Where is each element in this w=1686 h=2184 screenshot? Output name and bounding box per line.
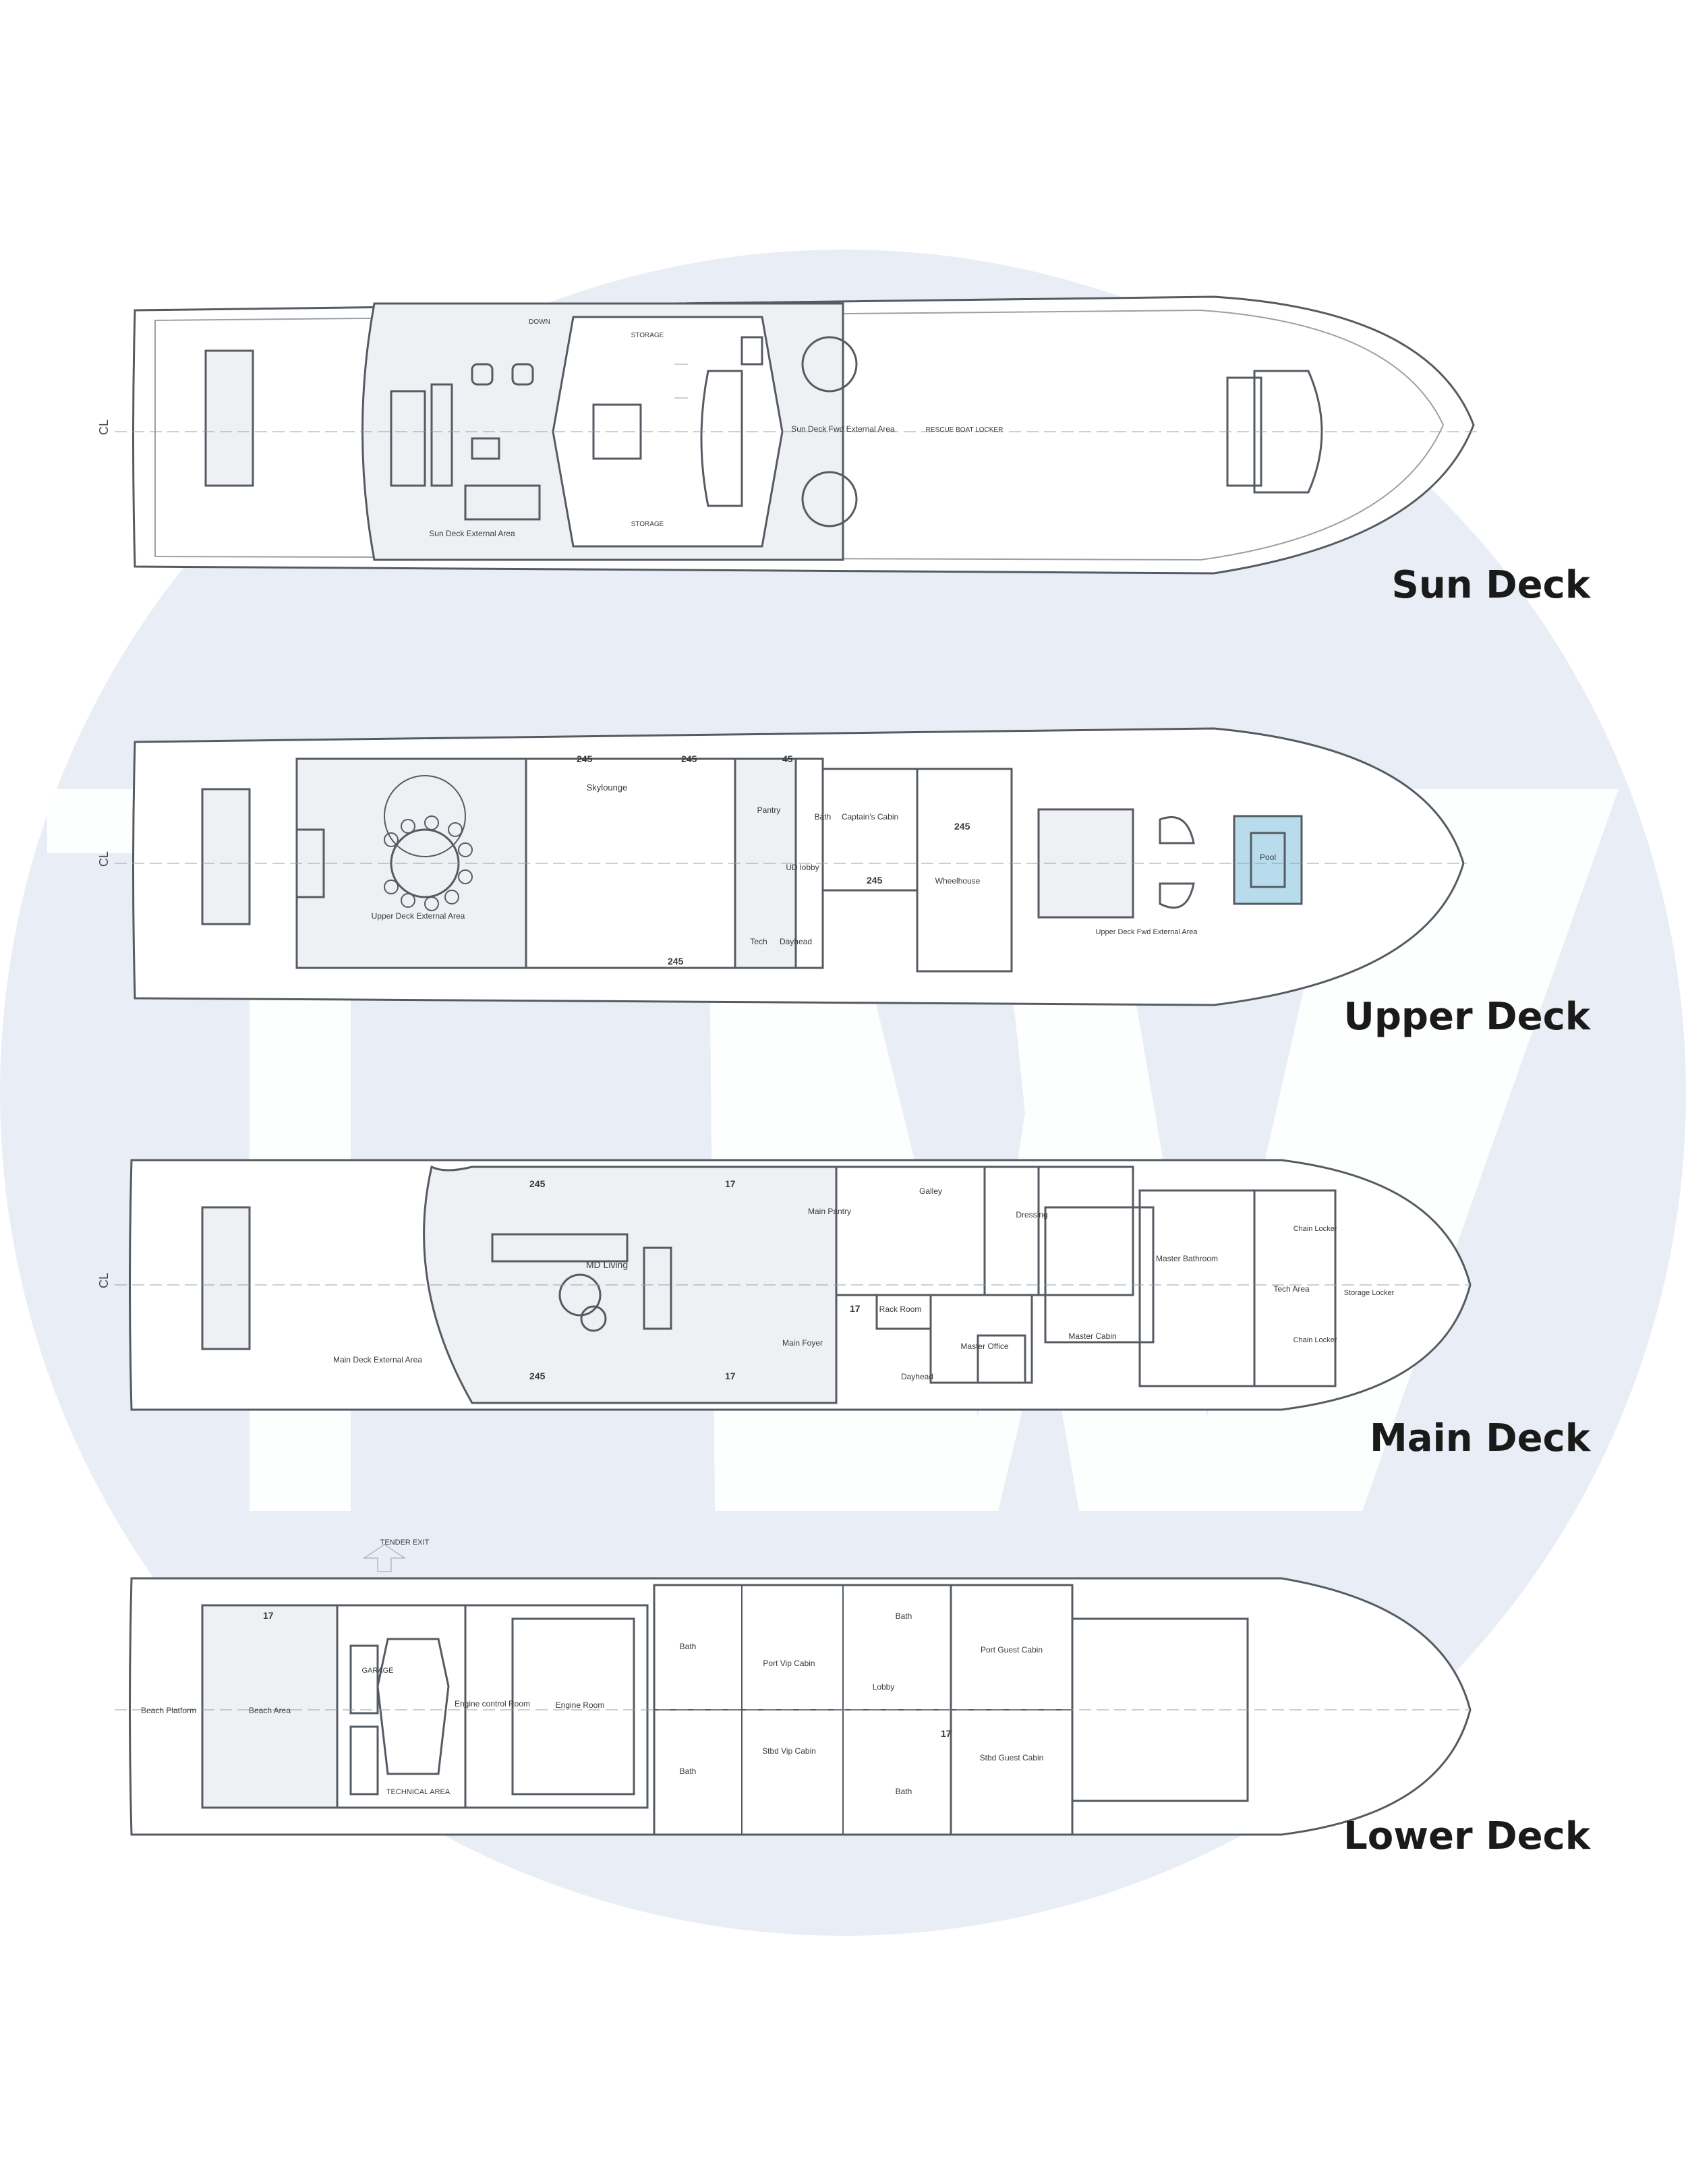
svg-text:Sun Deck Fwd External Area: Sun Deck Fwd External Area <box>791 424 895 434</box>
svg-text:Dayhead: Dayhead <box>901 1372 933 1381</box>
svg-text:Chain Locker: Chain Locker <box>1293 1225 1337 1233</box>
svg-text:245: 245 <box>529 1178 546 1189</box>
svg-text:Bath: Bath <box>896 1787 912 1796</box>
svg-text:Upper Deck External Area: Upper Deck External Area <box>372 911 465 921</box>
svg-text:17: 17 <box>263 1610 274 1621</box>
svg-text:245: 245 <box>668 956 684 967</box>
upper-centerline-label: CL <box>97 851 111 867</box>
upper-deck-title: Upper Deck <box>1343 995 1590 1039</box>
svg-text:UD lobby: UD lobby <box>786 863 819 872</box>
svg-text:Wheelhouse: Wheelhouse <box>935 876 981 886</box>
main-centerline-label: CL <box>97 1273 111 1288</box>
svg-text:245: 245 <box>577 753 593 764</box>
svg-text:Master Bathroom: Master Bathroom <box>1156 1254 1218 1263</box>
svg-text:Engine control Room: Engine control Room <box>455 1699 530 1708</box>
svg-text:Bath: Bath <box>896 1611 912 1621</box>
svg-text:Main Deck External Area: Main Deck External Area <box>333 1355 422 1364</box>
svg-text:Pantry: Pantry <box>757 805 781 815</box>
svg-text:Bath: Bath <box>815 812 832 822</box>
svg-text:DOWN: DOWN <box>529 318 550 326</box>
svg-text:Storage Locker: Storage Locker <box>1344 1289 1395 1297</box>
svg-text:45: 45 <box>782 753 793 764</box>
svg-text:Galley: Galley <box>919 1186 942 1196</box>
svg-text:Port Guest Cabin: Port Guest Cabin <box>981 1645 1043 1655</box>
main-deck-section: CL MD Living Main Pantry Galley Dressing… <box>0 1140 1686 1491</box>
svg-text:17: 17 <box>941 1728 952 1739</box>
main-deck-plan: CL MD Living Main Pantry Galley Dressing… <box>97 1159 1472 1411</box>
svg-text:17: 17 <box>725 1178 736 1189</box>
svg-text:Dayhead: Dayhead <box>780 937 812 946</box>
svg-text:Bath: Bath <box>680 1766 697 1776</box>
svg-text:17: 17 <box>850 1303 861 1314</box>
centerline-label: CL <box>97 420 111 435</box>
svg-text:RESCUE BOAT LOCKER: RESCUE BOAT LOCKER <box>926 426 1004 434</box>
svg-text:Tech: Tech <box>750 937 767 946</box>
svg-text:Beach Area: Beach Area <box>249 1706 291 1715</box>
svg-text:Main Pantry: Main Pantry <box>808 1207 851 1216</box>
svg-text:Beach Platform: Beach Platform <box>141 1706 196 1715</box>
upper-deck-section: CL Skylounge Upper Deck External Area Pa… <box>0 708 1686 1059</box>
svg-text:Rack Room: Rack Room <box>879 1304 922 1314</box>
main-deck-title: Main Deck <box>1370 1416 1590 1460</box>
svg-text:245: 245 <box>954 821 970 832</box>
svg-text:Chain Locker: Chain Locker <box>1293 1336 1337 1344</box>
svg-text:Master Cabin: Master Cabin <box>1068 1331 1116 1341</box>
lower-deck-plan: TENDER EXIT Beach Platform Beach Area GA… <box>115 1539 1472 1836</box>
svg-text:Pool: Pool <box>1260 853 1276 862</box>
svg-text:MD Living: MD Living <box>586 1259 628 1270</box>
svg-text:GARAGE: GARAGE <box>361 1667 393 1675</box>
lower-deck-section: TENDER EXIT Beach Platform Beach Area GA… <box>0 1531 1686 1909</box>
sun-deck-section: CL Sun Deck External Area Sun Deck Fwd E… <box>0 270 1686 621</box>
svg-text:245: 245 <box>529 1371 546 1381</box>
svg-text:245: 245 <box>681 753 697 764</box>
svg-text:Lobby: Lobby <box>873 1682 895 1692</box>
svg-text:Stbd Guest Cabin: Stbd Guest Cabin <box>980 1753 1044 1762</box>
svg-text:Main Foyer: Main Foyer <box>782 1338 823 1348</box>
svg-text:Captain's Cabin: Captain's Cabin <box>842 812 898 822</box>
svg-text:Dressing: Dressing <box>1016 1210 1047 1219</box>
svg-text:Tech Area: Tech Area <box>1273 1284 1310 1294</box>
lower-deck-title: Lower Deck <box>1343 1814 1590 1858</box>
sun-deck-title: Sun Deck <box>1391 563 1590 607</box>
svg-text:Upper Deck Fwd External Area: Upper Deck Fwd External Area <box>1095 928 1198 936</box>
svg-text:Engine Room: Engine Room <box>556 1700 605 1710</box>
upper-deck-plan: CL Skylounge Upper Deck External Area Pa… <box>97 727 1467 1006</box>
svg-text:TENDER EXIT: TENDER EXIT <box>380 1539 430 1547</box>
sun-deck-plan: CL Sun Deck External Area Sun Deck Fwd E… <box>97 295 1477 575</box>
svg-text:Bath: Bath <box>680 1642 697 1651</box>
svg-text:Master Office: Master Office <box>960 1342 1008 1351</box>
svg-text:STORAGE: STORAGE <box>631 332 664 339</box>
svg-text:Port Vip Cabin: Port Vip Cabin <box>763 1659 815 1668</box>
svg-text:17: 17 <box>725 1371 736 1381</box>
svg-text:Skylounge: Skylounge <box>587 782 628 793</box>
svg-text:TECHNICAL AREA: TECHNICAL AREA <box>386 1788 450 1796</box>
svg-text:Sun Deck External Area: Sun Deck External Area <box>429 529 515 538</box>
svg-text:245: 245 <box>867 875 883 886</box>
svg-text:STORAGE: STORAGE <box>631 521 664 528</box>
svg-text:Stbd Vip Cabin: Stbd Vip Cabin <box>762 1746 816 1756</box>
